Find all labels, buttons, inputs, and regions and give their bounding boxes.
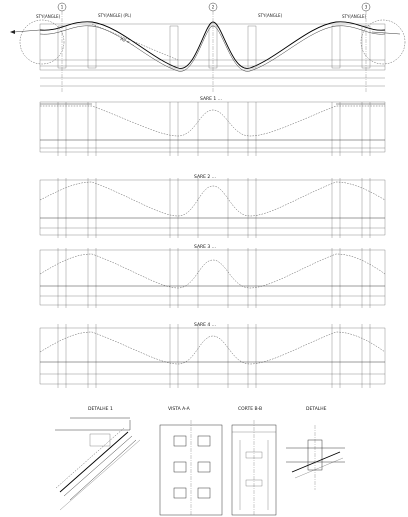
detail-1: DETALHE 1: [55, 406, 141, 511]
svg-text:2: 2: [212, 5, 215, 10]
right-radius-arc: [360, 19, 406, 65]
detail-title: DETALHE 1: [88, 406, 113, 412]
plan-callout-3: STY(ANGLE): [258, 13, 283, 18]
plan-callout-1: STY(ANGLE): [36, 14, 61, 19]
left-entry-line: [13, 29, 41, 33]
axis-marker-2: 2: [208, 2, 218, 92]
detail-vista-a-a: VISTA A-A: [159, 406, 223, 516]
plan-tendon-profile: [39, 21, 386, 69]
plan-slope-note: R2 = ...: [120, 36, 136, 46]
section-3: SARE 3 ...: [39, 244, 386, 308]
svg-text:1: 1: [61, 5, 64, 10]
detail-title: DETALHE: [306, 406, 327, 412]
section-title: SARE 1 ...: [200, 96, 222, 102]
section-title: SARE 2 ...: [194, 174, 216, 180]
section-title: SARE 3 ...: [194, 244, 216, 250]
section-4: SARE 4 ...: [39, 322, 386, 388]
plan-frame: [39, 23, 386, 71]
detail-title: VISTA A-A: [168, 406, 191, 412]
detail-corte-b-b: CORTE B-B: [231, 406, 277, 516]
left-arrow-icon: [10, 30, 15, 34]
section-2: SARE 2 ...: [39, 174, 386, 238]
detail-title: CORTE B-B: [238, 406, 262, 412]
section-1: SARE 1 ...: [39, 96, 386, 156]
axis-marker-3: 3: [361, 2, 371, 92]
section-title: SARE 4 ...: [194, 322, 216, 328]
plan-view: 1 2 3 STY(ANGLE) STY(ANGLE) (PL) STY(ANG…: [10, 2, 406, 92]
plan-callout-4: STY(ANGLE): [342, 14, 367, 19]
right-exit-line: [371, 31, 401, 35]
plan-callout-2: STY(ANGLE) (PL): [98, 13, 132, 18]
left-radius-arc: [19, 19, 65, 65]
plan-support-marks: [57, 25, 371, 69]
svg-text:3: 3: [365, 5, 368, 10]
detail-4: DETALHE: [286, 406, 345, 490]
